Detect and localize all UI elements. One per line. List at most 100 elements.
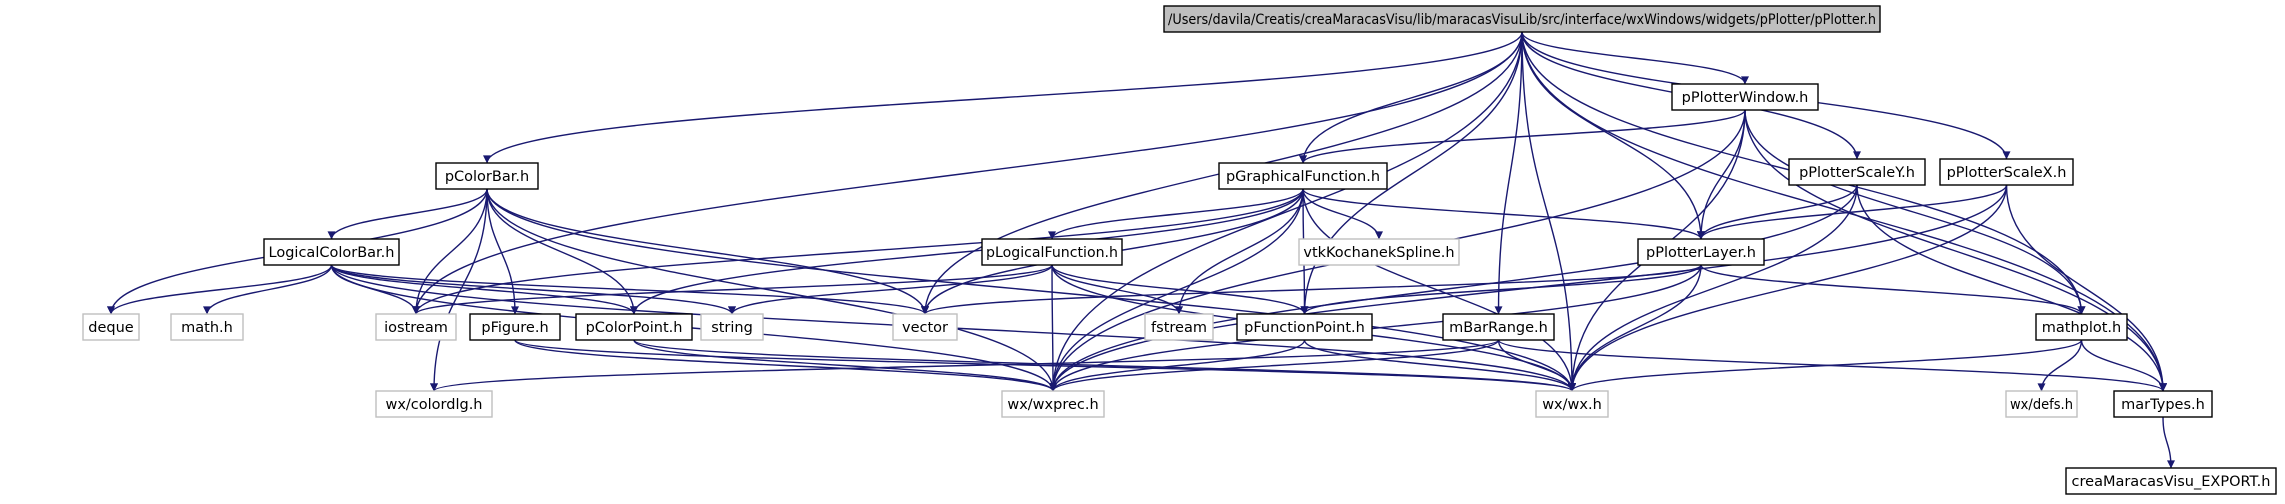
node-label-iostream: iostream xyxy=(384,320,448,336)
node-label-wxprec: wx/wxprec.h xyxy=(1007,397,1098,413)
edge-pLogicalFunction-to-pFunctionPoint xyxy=(1051,264,1309,315)
edge-root-to-wx xyxy=(1521,31,1576,392)
node-wxprec: wx/wxprec.h xyxy=(1001,390,1105,418)
node-pColorPoint[interactable]: pColorPoint.h xyxy=(575,313,693,341)
node-label-mathplot: mathplot.h xyxy=(2042,320,2121,336)
node-pFunctionPoint[interactable]: pFunctionPoint.h xyxy=(1236,313,1373,341)
node-label-string: string xyxy=(711,320,753,336)
edge-pGraphicalFunction-to-pPlotterLayer xyxy=(1302,188,1705,240)
node-fstream: fstream xyxy=(1144,313,1214,341)
node-label-pColorPoint: pColorPoint.h xyxy=(586,320,683,336)
node-box-fstream xyxy=(1144,313,1214,341)
node-label-pColorBar: pColorBar.h xyxy=(445,169,529,185)
edge-root-to-iostream xyxy=(412,31,1523,315)
edge-pPlotterScaleY-to-marTypes xyxy=(1856,184,2167,392)
edge-pPlotterScaleX-to-wx xyxy=(1568,184,2008,392)
node-pPlotterWindow[interactable]: pPlotterWindow.h xyxy=(1671,83,1819,111)
node-box-export xyxy=(2065,467,2277,495)
node-label-pPlotterLayer: pPlotterLayer.h xyxy=(1646,245,1756,261)
edge-pFigure-to-wx xyxy=(514,339,1576,392)
edge-pFunctionPoint-to-wx xyxy=(1303,339,1576,392)
node-box-pPlotterWindow xyxy=(1671,83,1819,111)
node-label-pPlotterWindow: pPlotterWindow.h xyxy=(1682,90,1809,106)
edge-pPlotterLayer-to-pFunctionPoint xyxy=(1300,264,1702,315)
edge-root-to-wxprec xyxy=(1049,31,1523,392)
edge-pLogicalFunction-to-string xyxy=(728,264,1053,315)
node-box-math xyxy=(170,313,244,341)
edge-pPlotterLayer-to-wx xyxy=(1568,264,1702,392)
edge-pGraphicalFunction-to-pLogicalFunction xyxy=(1048,188,1304,240)
edge-pColorBar-to-pColorPoint xyxy=(486,188,638,315)
edge-pLogicalFunction-to-wxprec xyxy=(1048,264,1057,392)
edge-pColorPoint-to-wx xyxy=(633,339,1576,392)
node-box-deque xyxy=(82,313,140,341)
node-marTypes[interactable]: marTypes.h xyxy=(2113,390,2213,418)
node-label-colordlg: wx/colordlg.h xyxy=(385,397,482,413)
edge-pColorBar-to-colordlg xyxy=(430,188,488,392)
node-box-defs xyxy=(2005,390,2078,418)
node-pPlotterLayer[interactable]: pPlotterLayer.h xyxy=(1637,238,1765,266)
node-box-vector xyxy=(892,313,958,341)
node-label-deque: deque xyxy=(88,320,134,336)
node-vtkKochanekSpline: vtkKochanekSpline.h xyxy=(1298,238,1460,266)
node-box-colordlg xyxy=(375,390,493,418)
edge-pFunctionPoint-to-wxprec xyxy=(1049,339,1306,392)
edge-pLogicalFunction-to-iostream xyxy=(412,264,1053,315)
edge-mBarRange-to-wxprec xyxy=(1049,339,1500,392)
node-label-export: creaMaracasVisu_EXPORT.h xyxy=(2072,474,2271,490)
node-pPlotterScaleX[interactable]: pPlotterScaleX.h xyxy=(1939,158,2074,186)
node-label-wx: wx/wx.h xyxy=(1542,397,1602,413)
node-pGraphicalFunction[interactable]: pGraphicalFunction.h xyxy=(1218,162,1388,190)
edge-LogicalColorBar-to-string xyxy=(330,264,736,315)
edge-pColorBar-to-wx xyxy=(486,188,1576,392)
node-box-pPlotterLayer xyxy=(1637,238,1765,266)
edge-LogicalColorBar-to-math xyxy=(203,264,333,315)
edge-pColorBar-to-vector xyxy=(486,188,929,315)
node-label-marTypes: marTypes.h xyxy=(2121,397,2205,413)
node-label-LogicalColorBar: LogicalColorBar.h xyxy=(269,245,395,261)
edge-mathplot-to-wx xyxy=(1568,339,2083,392)
edge-mBarRange-to-colordlg xyxy=(430,339,1500,392)
edge-root-to-pPlotterWindow xyxy=(1521,31,1749,85)
edge-pPlotterScaleX-to-marTypes xyxy=(2005,184,2167,392)
edge-pColorBar-to-pFigure xyxy=(486,188,519,315)
node-label-pFunctionPoint: pFunctionPoint.h xyxy=(1244,320,1365,336)
node-colordlg: wx/colordlg.h xyxy=(375,390,493,418)
node-mBarRange[interactable]: mBarRange.h xyxy=(1442,313,1555,341)
node-label-pPlotterScaleX: pPlotterScaleX.h xyxy=(1947,165,2067,181)
node-label-root: /Users/davila/Creatis/creaMaracasVisu/li… xyxy=(1168,12,1876,28)
edge-pPlotterWindow-to-marTypes xyxy=(1744,109,2167,392)
edge-LogicalColorBar-to-pColorPoint xyxy=(330,264,638,315)
node-label-math: math.h xyxy=(181,320,233,336)
node-box-root xyxy=(1163,5,1881,33)
edge-pPlotterScaleX-to-pPlotterLayer xyxy=(1697,184,2008,240)
node-pColorBar[interactable]: pColorBar.h xyxy=(435,162,539,190)
node-box-LogicalColorBar xyxy=(263,238,400,266)
node-label-defs: wx/defs.h xyxy=(2010,397,2073,413)
node-defs: wx/defs.h xyxy=(2005,390,2078,418)
edge-pColorBar-to-iostream xyxy=(412,188,488,315)
node-pPlotterScaleY[interactable]: pPlotterScaleY.h xyxy=(1788,158,1926,186)
node-label-pFigure: pFigure.h xyxy=(481,320,548,336)
node-export[interactable]: creaMaracasVisu_EXPORT.h xyxy=(2065,467,2277,495)
node-box-pPlotterScaleX xyxy=(1939,158,2074,186)
edge-pLogicalFunction-to-fstream xyxy=(1051,264,1183,315)
edge-pPlotterScaleY-to-pPlotterLayer xyxy=(1697,184,1858,240)
node-wx: wx/wx.h xyxy=(1535,390,1609,418)
node-root[interactable]: /Users/davila/Creatis/creaMaracasVisu/li… xyxy=(1163,5,1881,33)
node-deque: deque xyxy=(82,313,140,341)
node-label-vector: vector xyxy=(902,320,948,336)
node-pLogicalFunction[interactable]: pLogicalFunction.h xyxy=(981,238,1123,266)
node-box-pFunctionPoint xyxy=(1236,313,1373,341)
node-pFigure[interactable]: pFigure.h xyxy=(469,313,561,341)
edge-mathplot-to-marTypes xyxy=(2080,339,2167,392)
node-mathplot[interactable]: mathplot.h xyxy=(2035,313,2128,341)
node-vector: vector xyxy=(892,313,958,341)
node-LogicalColorBar[interactable]: LogicalColorBar.h xyxy=(263,238,400,266)
node-label-fstream: fstream xyxy=(1151,320,1207,336)
node-label-vtkKochanekSpline: vtkKochanekSpline.h xyxy=(1303,245,1454,261)
edge-root-to-mBarRange xyxy=(1494,31,1523,315)
edge-LogicalColorBar-to-deque xyxy=(107,264,333,315)
node-box-pLogicalFunction xyxy=(981,238,1123,266)
